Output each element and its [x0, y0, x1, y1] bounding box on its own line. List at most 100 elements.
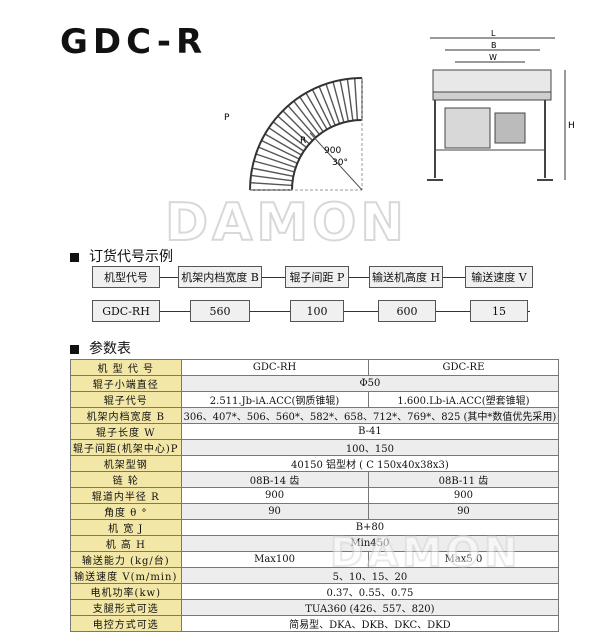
model-title: GDC-R [60, 22, 208, 62]
order-label-speed: 输送速度 V [465, 266, 533, 288]
order-label-width: 机架内档宽度 B [178, 266, 262, 288]
spec-row-value: 5、10、15、20 [180, 567, 560, 584]
watermark-logo: DAMON [164, 192, 408, 254]
roller-line [268, 127, 305, 152]
roller-line [346, 78, 354, 121]
spec-row-label: 辊子小端直径 [70, 375, 182, 392]
roller-line [299, 96, 324, 133]
spec-row-value: 900 [180, 487, 369, 504]
spec-row-label: 输送能力 (kg/台) [70, 551, 182, 568]
spec-row-value: TUA360 (426、557、820) [180, 599, 560, 616]
roller-line [258, 146, 298, 164]
roller-line [325, 83, 341, 124]
spec-row-value: GDC-RE [367, 359, 560, 376]
order-value-height: 600 [378, 300, 436, 322]
roller-line [318, 86, 336, 126]
spec-row-label: 输送速度 V(m/min) [70, 567, 182, 584]
spec-row-value: 90 [180, 503, 369, 520]
spec-row-value: 900 [367, 487, 560, 504]
order-label-model: 机型代号 [92, 266, 160, 288]
spec-row-value: 简易型、DKA、DKB、DKC、DKD [180, 615, 560, 632]
spec-row-label: 辊道内半径 R [70, 487, 182, 504]
roller-line [339, 80, 350, 122]
roller-line [282, 110, 313, 141]
outer-frame-arc [249, 77, 363, 191]
roller-line [305, 92, 328, 130]
spec-table-heading: 参数表 [70, 338, 131, 358]
spec-row-value: B+80 [180, 519, 560, 536]
spec-row-label: 辊子代号 [70, 391, 182, 408]
spec-row-label: 机 型 代 号 [70, 359, 182, 376]
spec-row: 输送速度 V(m/min)5、10、15、20 [70, 567, 560, 584]
curve-conveyor-drawing: P R 900 30° [224, 77, 363, 191]
side-label-b: B [491, 41, 497, 50]
watermark-logo-table: DAMON [329, 529, 522, 577]
spec-row-value: 100、150 [180, 439, 560, 456]
spec-row-label: 链 轮 [70, 471, 182, 488]
order-value-width: 560 [190, 300, 250, 322]
roller-line [253, 160, 295, 173]
spec-row-value: 1.600.Lb-iA.ACC(塑套锥辊) [367, 391, 560, 408]
roller-line [287, 105, 317, 138]
drawing-label-900: 900 [324, 146, 341, 156]
roller-line [277, 115, 310, 145]
roller-line [252, 167, 294, 178]
roller-line [293, 100, 320, 135]
inner-frame-arc [291, 119, 363, 191]
roller-line [272, 121, 307, 148]
side-view-drawing: L B W H [427, 29, 575, 181]
spec-row-value: 08B-11 齿 [367, 471, 560, 488]
drawing-label-r: R [300, 136, 306, 146]
spec-row-value: 2.511.Jb-iA.ACC(钢质锥辊) [180, 391, 369, 408]
spec-row-value: 08B-14 齿 [180, 471, 369, 488]
spec-row-label: 机架内档宽度 B [70, 407, 182, 424]
drawing-label-p: P [224, 113, 230, 123]
spec-row-label: 电控方式可选 [70, 615, 182, 632]
order-value-pitch: 100 [290, 300, 344, 322]
roller-line [250, 181, 293, 187]
spec-row-value: Φ50 [180, 375, 560, 392]
spec-row-label: 辊子间距(机架中心)P [70, 439, 182, 456]
drawing-label-angle: 30° [332, 158, 348, 168]
curve-rollers [250, 78, 363, 191]
roller-line [250, 174, 293, 182]
spec-heading-text: 参数表 [89, 341, 131, 357]
spec-row-label: 机 高 H [70, 535, 182, 552]
roller-line [332, 81, 345, 123]
spec-row-value: 40150 铝型材 ( C 150x40x38x3) [180, 455, 560, 472]
order-label-height: 输送机高度 H [369, 266, 443, 288]
spec-row-value: 306、407*、506、560*、582*、658、712*、769*、825… [180, 407, 560, 424]
square-bullet-icon [70, 252, 79, 262]
spec-row-value: Min450 [180, 535, 560, 552]
spec-row-label: 支腿形式可选 [70, 599, 182, 616]
spec-row-label: 辊子长度 W [70, 423, 182, 440]
spec-row: 电机功率(kw)0.37、0.55、0.75 [70, 583, 560, 600]
square-bullet-icon [70, 344, 79, 354]
side-label-l: L [491, 29, 496, 38]
spec-row-value: B-41 [180, 423, 560, 440]
order-code-heading: 订货代号示例 [70, 246, 173, 266]
roller-line [255, 153, 296, 169]
roller-line [264, 133, 302, 156]
spec-row-label: 角度 θ ° [70, 503, 182, 520]
spec-row-value: 0.37、0.55、0.75 [180, 583, 560, 600]
side-label-h: H [568, 121, 575, 131]
spec-row-label: 机 宽 J [70, 519, 182, 536]
order-label-pitch: 辊子间距 P [285, 266, 349, 288]
roller-line [353, 78, 359, 121]
spec-row-label: 机架型钢 [70, 455, 182, 472]
side-label-w: W [489, 53, 497, 62]
roller-line [261, 139, 300, 160]
